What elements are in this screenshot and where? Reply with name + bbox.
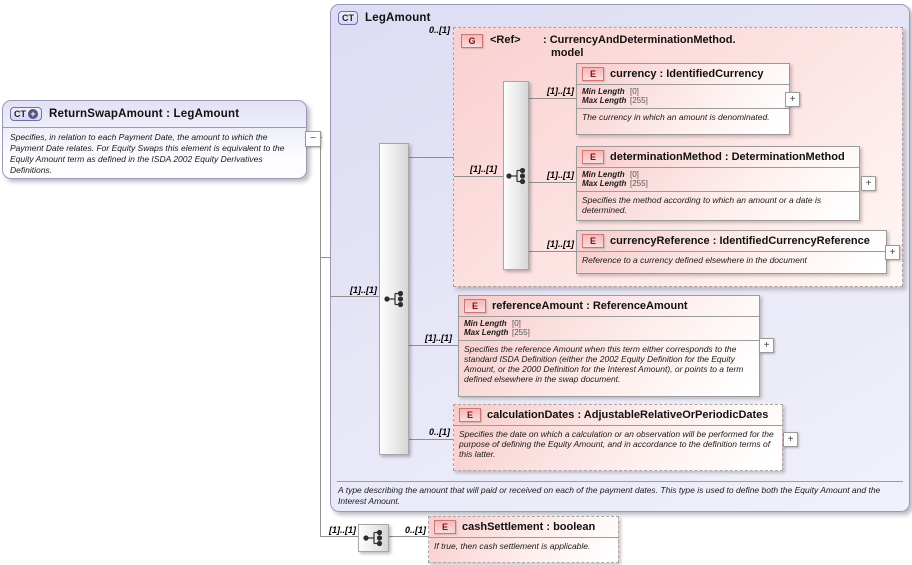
element-determination-method[interactable]: E determinationMethod : DeterminationMet…: [576, 146, 860, 221]
element-calculation-dates[interactable]: E calculationDates : AdjustableRelativeO…: [453, 404, 783, 471]
element-currency[interactable]: E currency : IdentifiedCurrency Min Leng…: [576, 63, 790, 135]
divider: [577, 167, 859, 168]
cardinality-label: [1]..[1]: [547, 170, 574, 180]
expand-toggle[interactable]: +: [785, 92, 800, 107]
element-annotation: The currency in which an amount is denom…: [582, 112, 770, 122]
cardinality-label: 0..[1]: [404, 525, 426, 535]
facets: Min Length[0] Max Length[255]: [464, 319, 530, 337]
divider: [577, 108, 789, 109]
connector-line: [407, 345, 459, 346]
cardinality-label: [1]..[1]: [350, 285, 377, 295]
group-ref-name: <Ref>: [490, 34, 521, 46]
connector-line: [527, 182, 576, 183]
expand-toggle[interactable]: +: [861, 176, 876, 191]
element-icon: E: [582, 150, 604, 164]
expand-toggle[interactable]: +: [885, 245, 900, 260]
element-icon: E: [434, 520, 456, 534]
divider: [459, 340, 759, 341]
divider: [429, 537, 618, 538]
element-icon: E: [464, 299, 486, 313]
sequence-compositor-main: [379, 143, 409, 455]
sequence-icon: [363, 529, 383, 547]
returnswapamount-title: ReturnSwapAmount : LegAmount: [49, 108, 240, 120]
returnswapamount-header: CT + ReturnSwapAmount : LegAmount: [3, 101, 306, 124]
facets: Min Length[0] Max Length[255]: [582, 87, 648, 105]
connector-line: [331, 296, 380, 297]
element-reference-amount[interactable]: E referenceAmount : ReferenceAmount Min …: [458, 295, 760, 397]
group-ref-header: G <Ref> : CurrencyAndDeterminationMethod…: [454, 28, 902, 66]
element-currency-reference[interactable]: E currencyReference : IdentifiedCurrency…: [576, 230, 887, 274]
legamount-header: CT LegAmount: [331, 5, 909, 28]
returnswapamount-annotation: Specifies, in relation to each Payment D…: [10, 132, 285, 175]
connector-line: [527, 98, 576, 99]
element-annotation: Specifies the date on which a calculatio…: [459, 429, 774, 459]
group-ref-type: : CurrencyAndDeterminationMethod. model: [543, 34, 736, 59]
connector-line: [407, 439, 454, 440]
returnswapamount-box[interactable]: CT + ReturnSwapAmount : LegAmount Specif…: [2, 100, 307, 179]
sequence-icon: [505, 167, 525, 184]
expand-toggle[interactable]: +: [759, 338, 774, 353]
divider: [454, 425, 782, 426]
element-annotation: If true, then cash settlement is applica…: [434, 541, 591, 551]
sequence-icon: [383, 290, 403, 308]
divider: [577, 251, 886, 252]
sequence-compositor-group: [503, 81, 529, 270]
expand-toggle[interactable]: +: [783, 432, 798, 447]
divider: [459, 316, 759, 317]
element-cash-settlement[interactable]: E cashSettlement : boolean If true, then…: [428, 516, 619, 563]
complex-type-plus-icon: CT +: [10, 107, 42, 121]
connector-line: [387, 536, 429, 537]
connector-line: [320, 536, 359, 537]
divider: [577, 84, 789, 85]
expand-circle-icon: +: [28, 109, 38, 119]
connector-line: [320, 137, 321, 537]
facets: Min Length[0] Max Length[255]: [582, 170, 648, 188]
divider: [577, 191, 859, 192]
element-icon: E: [582, 67, 604, 81]
element-icon: E: [582, 234, 604, 248]
connector-line: [454, 176, 504, 177]
sequence-compositor-outer: [358, 524, 389, 552]
element-icon: E: [459, 408, 481, 422]
cardinality-label: [1]..[1]: [425, 333, 452, 343]
element-annotation: Specifies the reference Amount when this…: [464, 344, 744, 384]
header-divider: [3, 127, 306, 128]
cardinality-label: [1]..[1]: [547, 86, 574, 96]
cardinality-label: 0..[1]: [428, 427, 450, 437]
collapse-toggle[interactable]: −: [305, 131, 321, 147]
footer-divider: [337, 481, 903, 482]
cardinality-label: [1]..[1]: [329, 525, 356, 535]
complex-type-icon: CT: [338, 11, 358, 25]
group-icon: G: [461, 34, 483, 48]
legamount-title: LegAmount: [365, 12, 431, 24]
cardinality-label: [1]..[1]: [547, 239, 574, 249]
connector-line: [320, 257, 331, 258]
element-annotation: Specifies the method according to which …: [582, 195, 822, 215]
connector-line: [407, 157, 454, 158]
element-annotation: Reference to a currency defined elsewher…: [582, 255, 807, 265]
cardinality-label: [1]..[1]: [470, 164, 497, 174]
legamount-annotation: A type describing the amount that will p…: [338, 485, 881, 506]
connector-line: [527, 251, 576, 252]
cardinality-label: 0..[1]: [428, 25, 450, 35]
